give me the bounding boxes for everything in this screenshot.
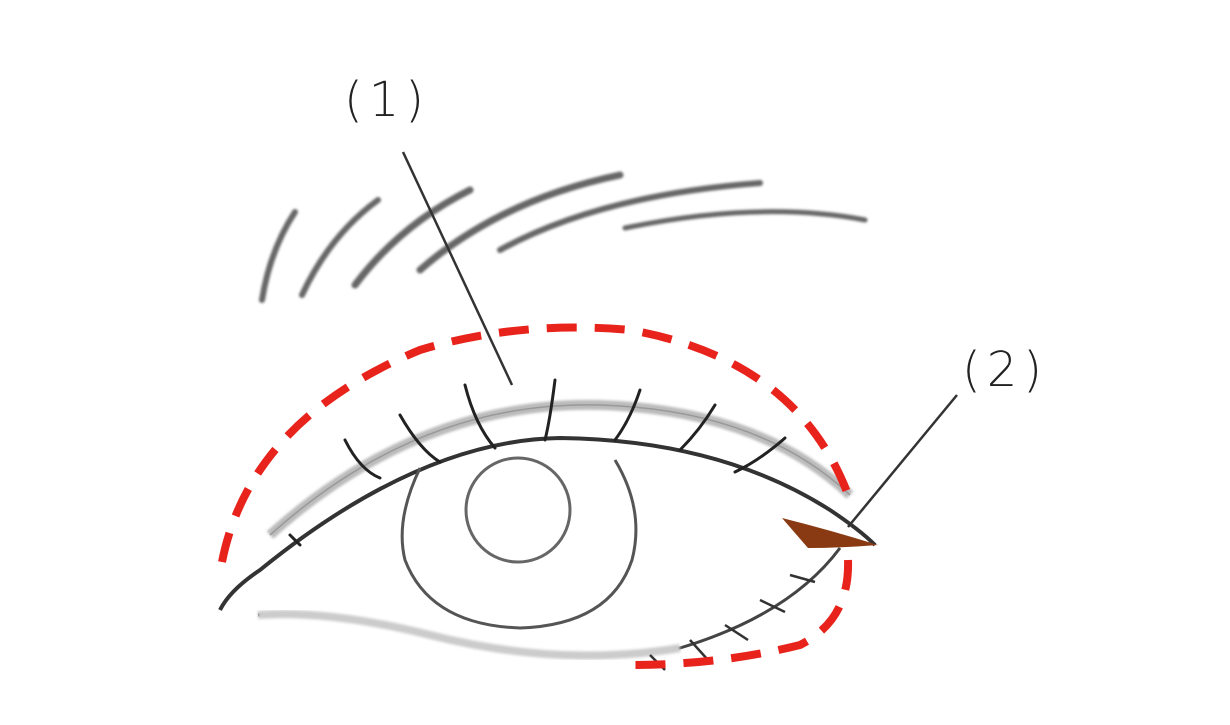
liner-wing xyxy=(782,518,878,548)
pointer-line-2 xyxy=(847,394,958,528)
upper-eyelid xyxy=(218,435,877,611)
pupil xyxy=(464,456,572,564)
label-1: (1) xyxy=(344,72,430,128)
label-2: (2) xyxy=(962,342,1048,398)
lower-eyelid xyxy=(257,547,842,658)
highlight-zone xyxy=(218,323,854,669)
eyebrow xyxy=(259,171,868,303)
pointer-line-1 xyxy=(401,151,514,386)
upper-lashes xyxy=(288,378,787,547)
iris xyxy=(400,459,638,630)
